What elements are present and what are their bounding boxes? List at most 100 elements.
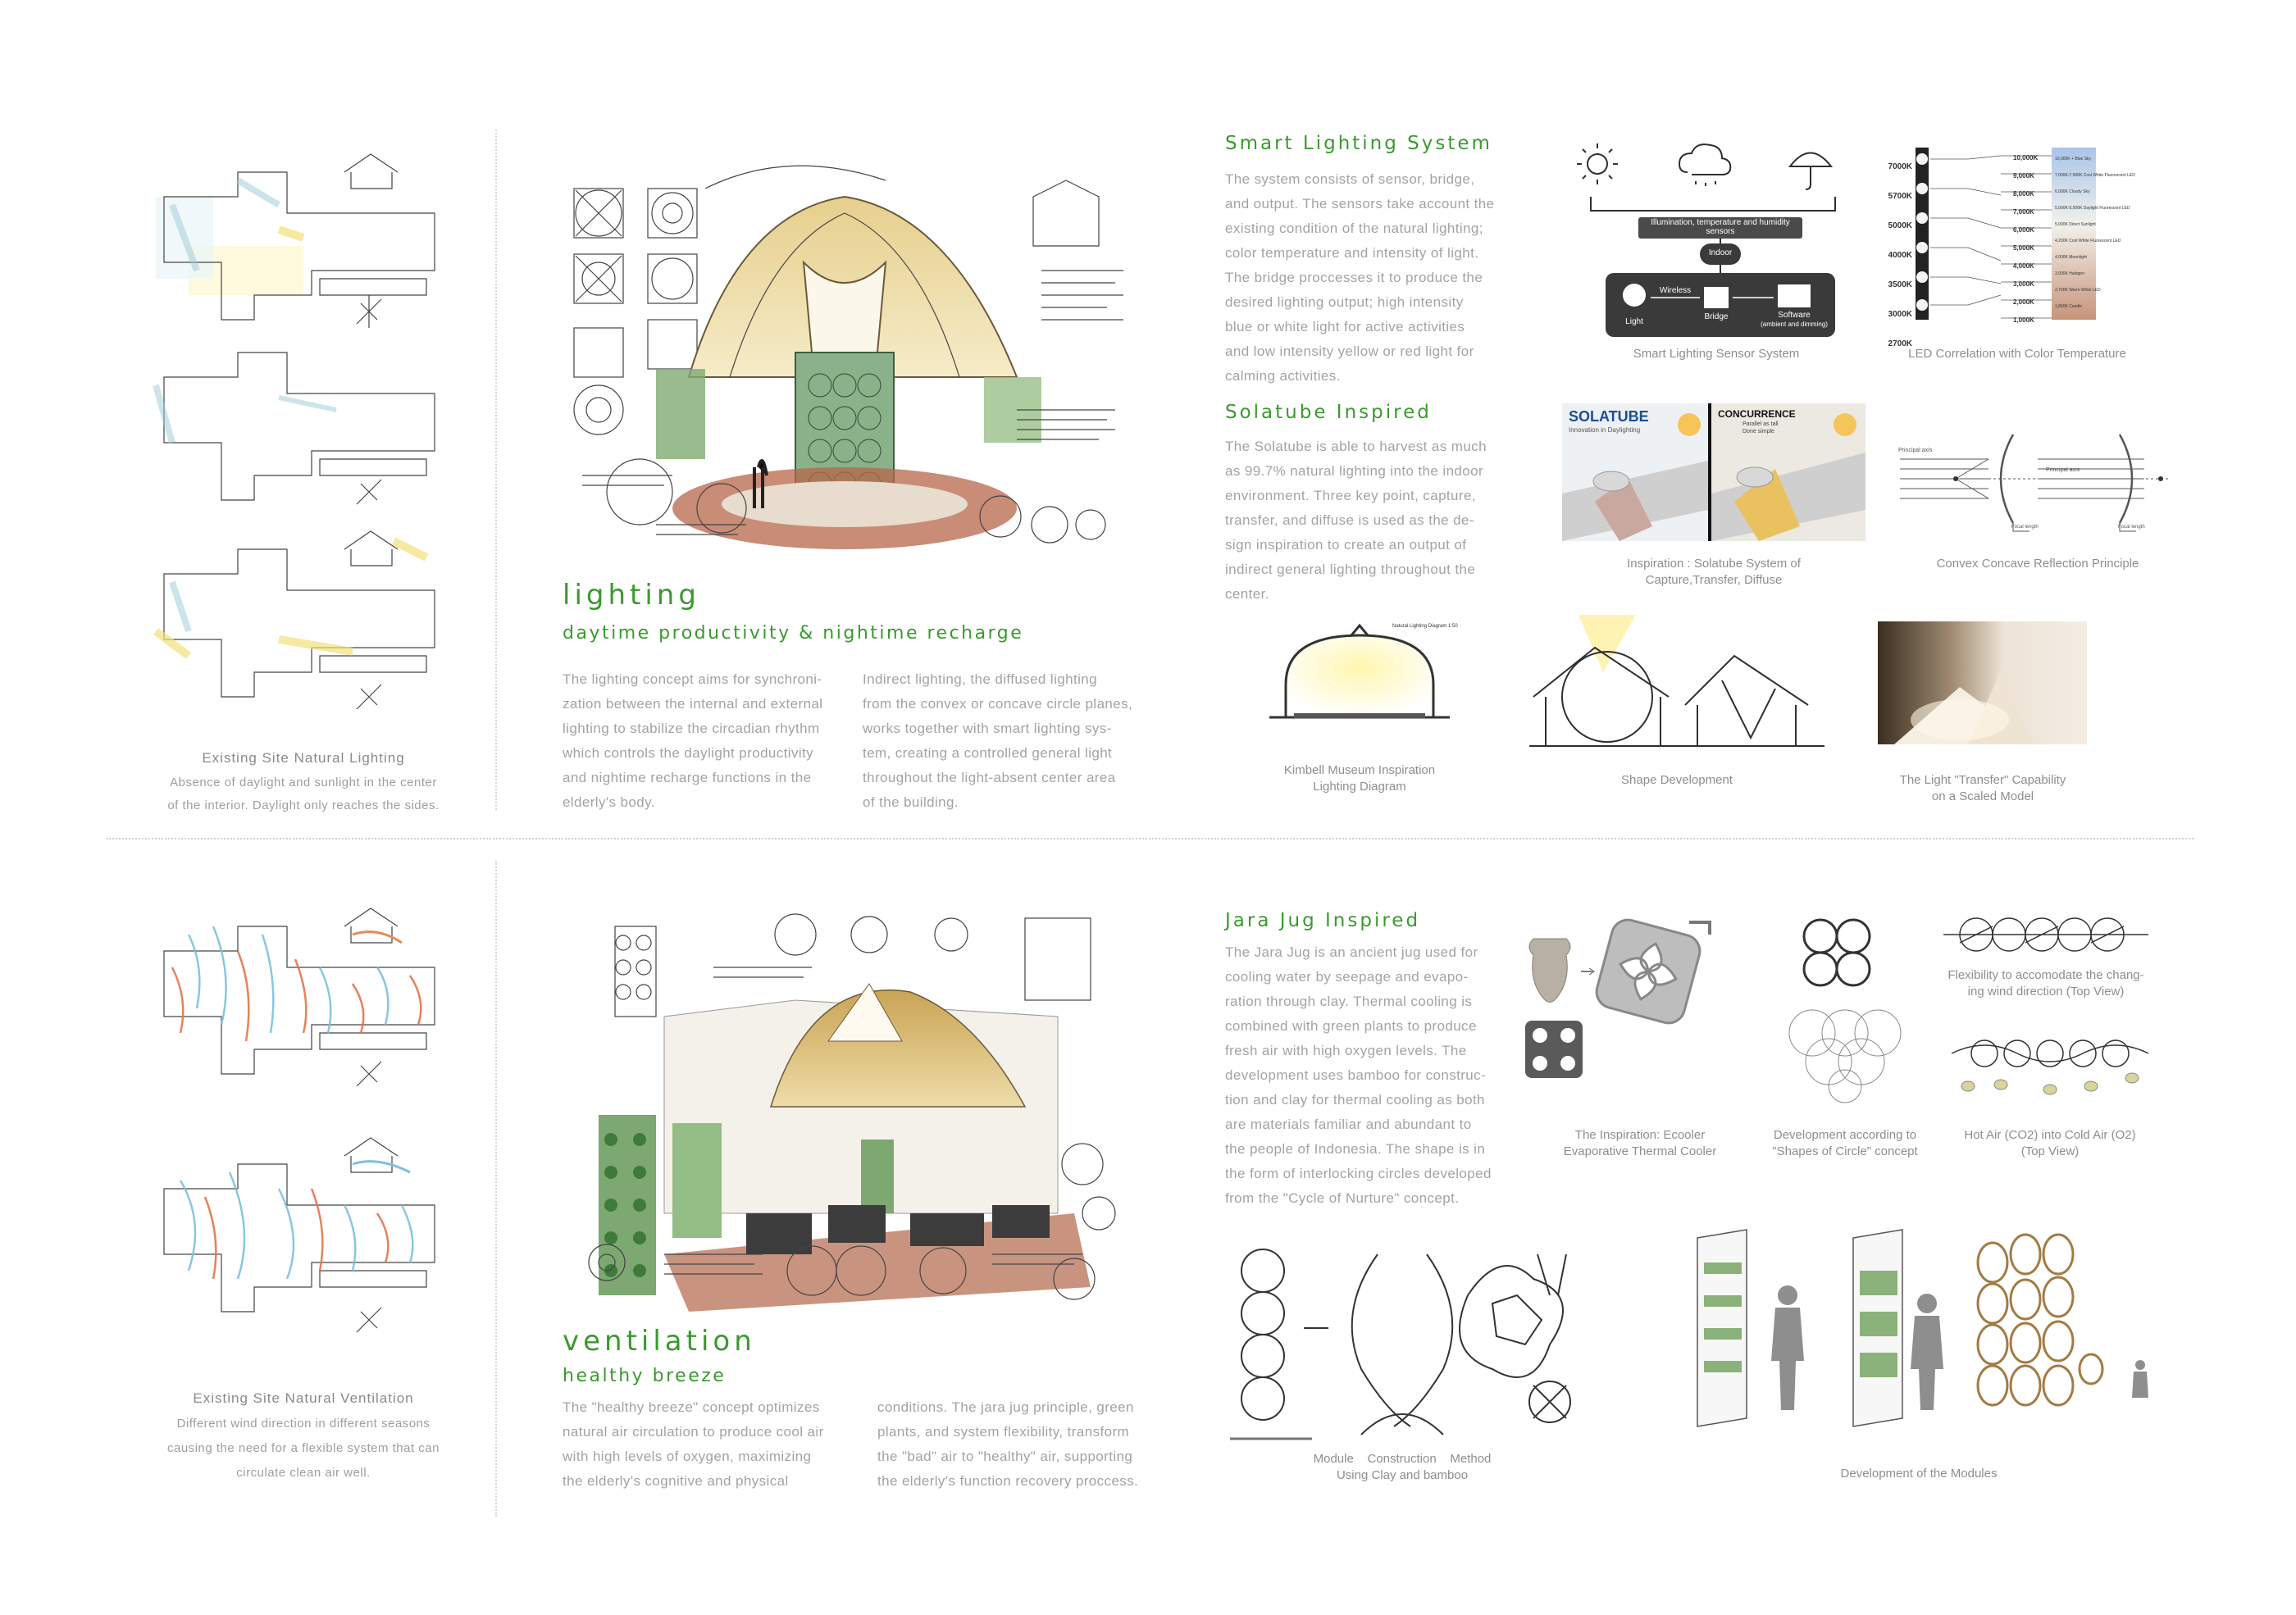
- caption-convex-concave: Convex Concave Reflection Principle: [1936, 557, 2139, 571]
- kimbell-label: Natural Lighting Diagram 1:50: [1392, 624, 1458, 629]
- wireless-label: Wireless: [1659, 286, 1692, 295]
- site-lighting-plans: [148, 139, 459, 746]
- ventilation-subheading: healthy breeze: [563, 1366, 727, 1386]
- software-label: Software: [1778, 311, 1811, 320]
- concurrence-label: CONCURRENCE: [1718, 408, 1796, 420]
- caption-kimbell-line-1: Kimbell Museum Inspiration: [1283, 763, 1436, 777]
- lighting-paragraph-2: Indirect lighting, the diffused lighting…: [863, 671, 1133, 810]
- smart-lighting-sensor-diagram: Illumination, temperature and humidity s…: [1573, 135, 1860, 344]
- caption-module-development: Development of the Modules: [1840, 1467, 1998, 1481]
- smart-lighting-heading: Smart Lighting System: [1225, 133, 1492, 154]
- site-lighting-caption-line-2: of the interior. Daylight only reaches t…: [167, 798, 440, 812]
- site-ventilation-caption-line-1: Different wind direction in different se…: [176, 1417, 430, 1431]
- site-lighting-caption-line-1: Absence of daylight and sunlight in the …: [170, 776, 437, 789]
- circle-shapes-diagram: [1771, 910, 1919, 1107]
- caption-circle-line-1: Development according to: [1773, 1128, 1917, 1142]
- jara-jug-heading: Jara Jug Inspired: [1225, 910, 1421, 931]
- indoor-label: Indoor: [1708, 248, 1733, 257]
- lighting-paragraph-1: The lighting concept aims for synchroni-…: [563, 671, 823, 810]
- smart-lighting-paragraph: The system consists of sensor, bridge,an…: [1225, 171, 1495, 384]
- site-ventilation-caption-line-3: circulate clean air well.: [236, 1466, 371, 1480]
- solatube-system-image: SOLATUBE Innovation in Daylighting CONCU…: [1562, 403, 1866, 541]
- module-development-sketch: [1681, 1221, 2157, 1435]
- lighting-subheading: daytime productivity & nightime recharge: [563, 623, 1024, 644]
- ventilation-paragraph-2: conditions. The jara jug principle, gree…: [877, 1399, 1139, 1489]
- caption-scaled-model-line-1: The Light "Transfer" Capability: [1899, 773, 2066, 787]
- ecooler-svg: [1525, 918, 1711, 1078]
- ecooler-image: [1525, 914, 1738, 1086]
- solatube-svg: [1562, 403, 1866, 541]
- caption-shape-development: Shape Development: [1621, 773, 1733, 787]
- floor-plan-drawings: [153, 153, 435, 710]
- site-ventilation-caption-title: Existing Site Natural Ventilation: [193, 1390, 414, 1406]
- module-development-svg: [1697, 1229, 2148, 1427]
- convex-concave-svg: [1900, 434, 2169, 532]
- caption-ecooler-line-2: Evaporative Thermal Cooler: [1563, 1144, 1717, 1158]
- site-ventilation-caption-line-2: causing the need for a flexible system t…: [166, 1441, 440, 1455]
- led-chart-svg: [1916, 148, 2096, 320]
- light-label: Light: [1625, 317, 1643, 326]
- lighting-concept-sketch: [558, 164, 1132, 566]
- sensor-label: Illumination, temperature and humidity s…: [1651, 218, 1790, 236]
- hot-to-cold-svg: [1951, 1040, 2149, 1095]
- solatube-heading: Solatube Inspired: [1225, 402, 1432, 423]
- caption-hot-line-2: (Top View): [2020, 1144, 2080, 1158]
- ventilation-concept-sketch: [566, 902, 1140, 1320]
- site-ventilation-plans: [148, 894, 459, 1353]
- divider-bottom-vertical: [495, 861, 497, 1517]
- caption-flex-line-1: Flexibility to accomodate the chang-: [1947, 968, 2144, 982]
- hot-to-cold-diagram: [1951, 1021, 2149, 1103]
- convex-label-focal-1: Focal length: [2011, 525, 2039, 530]
- ventilation-sketch-svg: [599, 913, 1116, 1312]
- concurrence-sub-1: Parallel as tall: [1742, 421, 1779, 427]
- caption-led-correlation: LED Correlation with Color Temperature: [1908, 347, 2126, 361]
- module-construction-sketch: [1222, 1246, 1599, 1443]
- software-sub-label: (ambient and dimming): [1761, 321, 1828, 328]
- kimbell-svg: [1269, 623, 1450, 719]
- sensor-diagram-svg: [1577, 143, 1836, 337]
- circle-shapes-svg: [1788, 918, 1902, 1103]
- site-lighting-caption-title: Existing Site Natural Lighting: [202, 750, 405, 766]
- cloud-icon: [1678, 143, 1732, 186]
- ventilation-heading: ventilation: [563, 1325, 756, 1358]
- caption-flex-line-2: ing wind direction (Top View): [1967, 985, 2125, 999]
- concurrence-sub-2: Done simple: [1742, 429, 1774, 434]
- caption-hot-line-1: Hot Air (CO2) into Cold Air (O2): [1964, 1128, 2136, 1142]
- divider-top-vertical: [495, 130, 497, 810]
- scaled-model-svg: [1894, 671, 2034, 744]
- scaled-model-photo: [1878, 621, 2087, 744]
- lighting-heading: lighting: [563, 579, 700, 612]
- caption-circle-line-2: "Shapes of Circle" concept: [1772, 1144, 1918, 1158]
- ventilation-plans-svg: [163, 908, 435, 1333]
- caption-module-line-1: Module Construction Method: [1313, 1452, 1492, 1466]
- caption-solatube-line-2: Capture,Transfer, Diffuse: [1645, 573, 1783, 587]
- ventilation-detail-sketches: [574, 1230, 1148, 1320]
- flexibility-diagram: [1943, 910, 2148, 959]
- solatube-brand: SOLATUBE: [1569, 408, 1649, 425]
- ventilation-details-svg: [588, 1244, 1096, 1300]
- caption-scaled-model-line-2: on a Scaled Model: [1931, 789, 2034, 803]
- shape-development-sketch: [1529, 607, 1824, 754]
- caption-kimbell-line-2: Lighting Diagram: [1313, 780, 1406, 794]
- caption-module-line-2: Using Clay and bamboo: [1336, 1468, 1469, 1482]
- lighting-sketch-drawing: [573, 165, 1123, 549]
- kimbell-diagram: Natural Lighting Diagram 1:50: [1261, 619, 1458, 742]
- divider-horizontal: [107, 838, 2194, 839]
- bridge-label: Bridge: [1704, 312, 1729, 321]
- caption-sensor-system: Smart Lighting Sensor System: [1633, 347, 1800, 361]
- solatube-brand-tag: Innovation in Daylighting: [1569, 426, 1641, 434]
- caption-ecooler-line-1: The Inspiration: Ecooler: [1574, 1128, 1706, 1142]
- shape-development-svg: [1529, 615, 1824, 747]
- convex-label-principal-2: Principal axis: [2046, 467, 2080, 473]
- convex-label-focal-2: Focal length: [2118, 525, 2145, 530]
- flexibility-svg: [1943, 917, 2148, 952]
- caption-solatube-line-1: Inspiration : Solatube System of: [1627, 557, 1801, 571]
- umbrella-icon: [1788, 152, 1834, 190]
